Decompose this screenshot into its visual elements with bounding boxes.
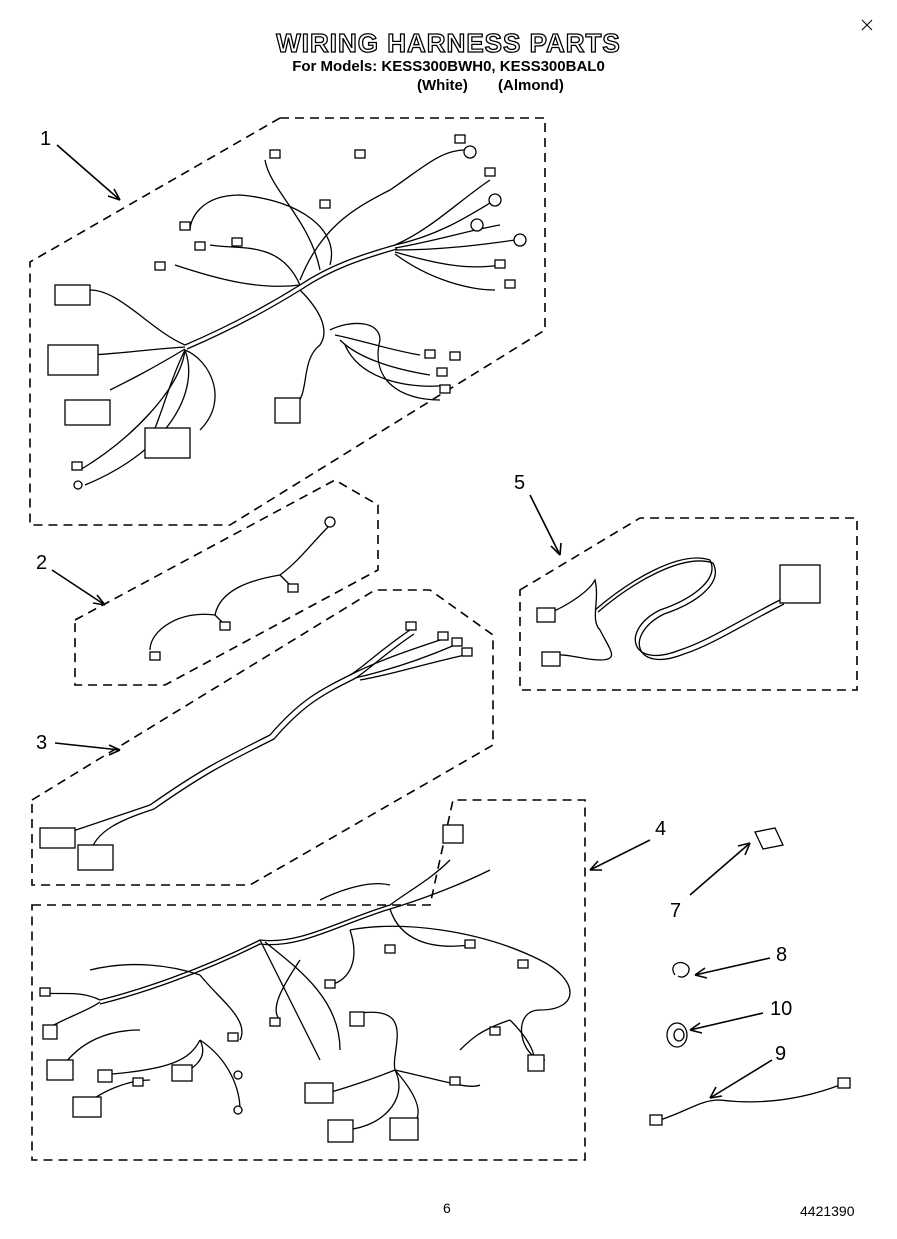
models-line: For Models: KESS300BWH0, KESS300BAL0: [292, 58, 605, 75]
part-4-harness: [39, 824, 571, 1143]
part-1-harness: [47, 134, 527, 490]
callout-9: 9: [775, 1043, 787, 1065]
callout-2: 2: [36, 552, 48, 574]
page-number: 6: [443, 1200, 451, 1216]
callout-10: 10: [770, 998, 793, 1020]
part-3-outline: [31, 589, 494, 886]
part-3-harness: [39, 621, 473, 871]
part-10-grommet: [666, 1022, 688, 1048]
part-9-wire: [649, 1077, 851, 1126]
part-2-harness: [149, 516, 336, 661]
part-4-outline: [31, 799, 586, 1161]
callout-8: 8: [776, 944, 788, 966]
part-8-ring: [672, 961, 690, 978]
part-5-outline: [519, 517, 858, 691]
color-almond-label: (Almond): [498, 77, 564, 94]
part-7-clip: [754, 827, 784, 850]
callout-1: 1: [40, 128, 52, 150]
part-2-outline: [74, 479, 379, 686]
corner-mark: [861, 19, 873, 31]
part-1-outline: [29, 117, 546, 526]
callout-arrows: [51, 144, 773, 1099]
part-5-harness: [536, 557, 821, 667]
callout-4: 4: [655, 818, 667, 840]
callout-3: 3: [36, 732, 48, 754]
page-title: WIRING HARNESS PARTS: [276, 27, 621, 58]
callout-5: 5: [514, 472, 526, 494]
document-number: 4421390: [800, 1203, 855, 1219]
callout-7: 7: [670, 900, 682, 922]
color-white-label: (White): [417, 77, 468, 94]
